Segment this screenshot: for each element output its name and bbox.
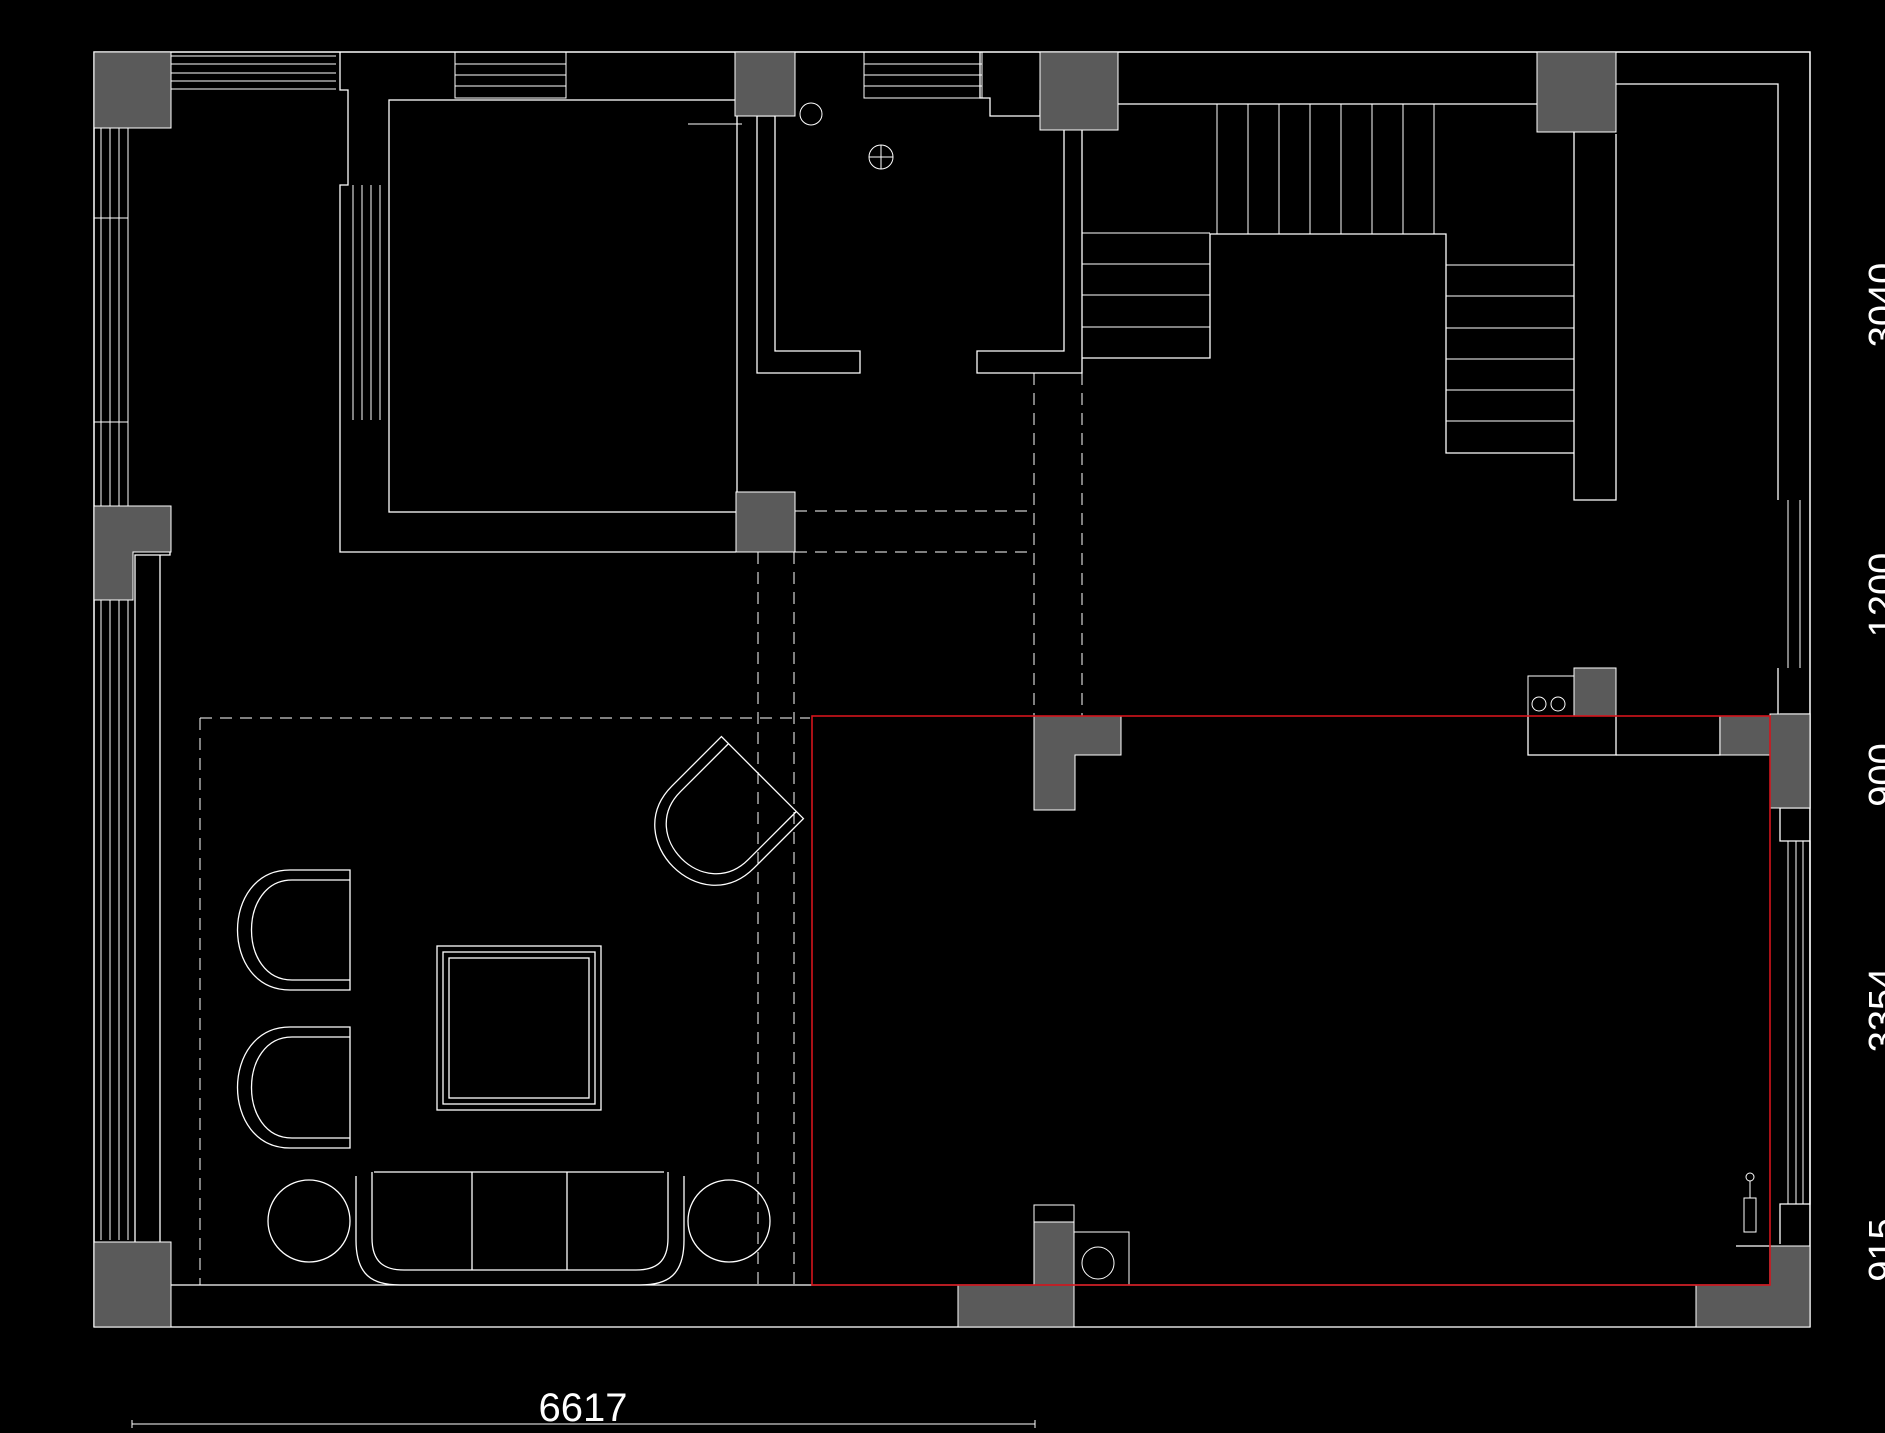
dimension-label-2: 1200 (1862, 553, 1885, 638)
staircase (1082, 104, 1574, 422)
bathroom-wall-outer (339, 52, 736, 553)
sofa (355, 1171, 685, 1286)
side-table-left (267, 1179, 351, 1263)
highlight-region (811, 715, 1771, 1286)
coffee-table (436, 945, 602, 1111)
side-table-right (687, 1179, 771, 1263)
counter-wall (1527, 716, 1617, 756)
fixtures (688, 102, 1757, 1286)
right-dimension-labels: 3040 1200 900 3354 915 (1862, 263, 1885, 1282)
furniture (237, 735, 805, 1286)
floor-drain-icon (799, 102, 823, 126)
stair-core (1082, 103, 1617, 501)
dimension-width-label: 6617 (539, 1386, 628, 1430)
bathroom-wall-inner (388, 99, 738, 513)
left-window-wall (134, 552, 171, 1285)
stair-inner (1082, 233, 1574, 454)
armchair-left-top (237, 869, 351, 991)
dimension-label-4: 3354 (1862, 968, 1885, 1053)
inner-wall-right (1616, 83, 1779, 500)
windows (94, 51, 1804, 1240)
dashed-lines (199, 373, 1083, 1285)
dimension-label-5: 915 (1862, 1218, 1885, 1281)
dimension-label-1: 3040 (1862, 263, 1885, 348)
structural-columns (93, 51, 1811, 1328)
dimension-label-3: 900 (1862, 743, 1885, 806)
armchair-left-bottom (237, 1026, 351, 1149)
armchair-angled (654, 735, 805, 886)
bottom-dimension-line (131, 1420, 1036, 1428)
